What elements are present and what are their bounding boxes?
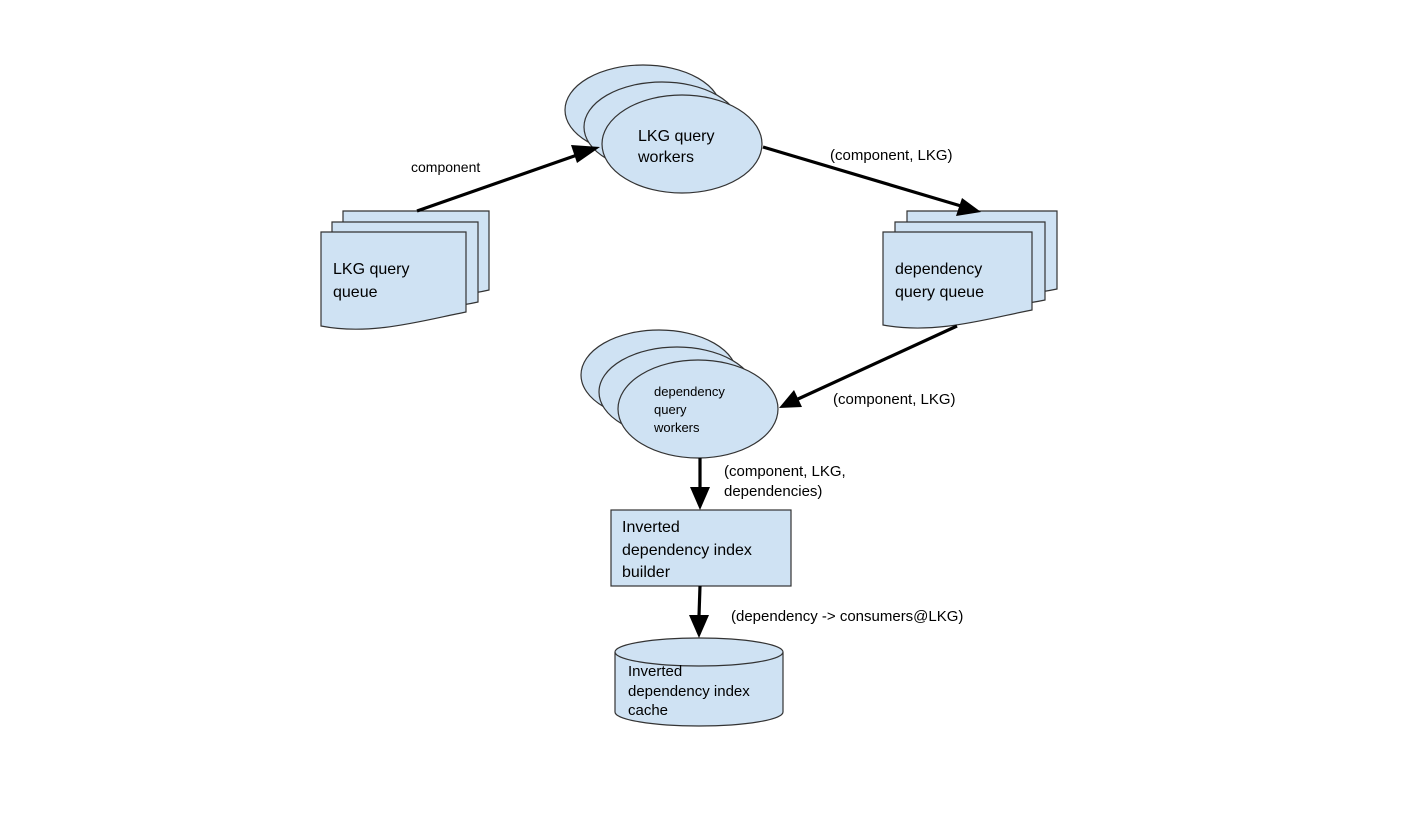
- edge-queue-to-workers: component: [411, 145, 600, 213]
- lkg-query-queue-node[interactable]: LKG query queue: [320, 210, 490, 330]
- index-cache-node[interactable]: Inverted dependency index cache: [614, 637, 784, 727]
- edge-dep-queue-to-dep-workers-label: (component, LKG): [833, 391, 956, 408]
- edge-workers-to-dep-queue: (component, LKG): [762, 145, 981, 216]
- dependency-query-workers-label: dependency query workers: [653, 384, 728, 435]
- dependency-query-queue-node[interactable]: dependency query queue: [882, 210, 1058, 329]
- edge-builder-to-cache: (dependency -> consumers@LKG): [689, 585, 963, 638]
- index-cache-label: Inverted dependency index cache: [628, 663, 754, 719]
- edge-builder-to-cache-label: (dependency -> consumers@LKG): [731, 608, 963, 625]
- edge-queue-to-workers-label: component: [411, 159, 480, 175]
- edge-dep-queue-to-dep-workers: (component, LKG): [779, 324, 958, 408]
- edge-dep-workers-to-builder-label: (component, LKG, dependencies): [724, 463, 850, 500]
- dependency-query-queue-label: dependency query queue: [895, 261, 987, 301]
- index-builder-label: Inverted dependency index builder: [622, 519, 756, 581]
- dependency-query-workers-node[interactable]: dependency query workers: [580, 329, 779, 459]
- edge-dep-workers-to-builder: (component, LKG, dependencies): [690, 458, 850, 510]
- lkg-query-queue-label: LKG query queue: [333, 261, 414, 301]
- lkg-query-workers-node[interactable]: LKG query workers: [564, 64, 763, 194]
- edge-workers-to-dep-queue-label: (component, LKG): [830, 147, 953, 164]
- lkg-query-workers-label: LKG query workers: [637, 128, 719, 166]
- index-builder-node[interactable]: Inverted dependency index builder: [610, 509, 792, 587]
